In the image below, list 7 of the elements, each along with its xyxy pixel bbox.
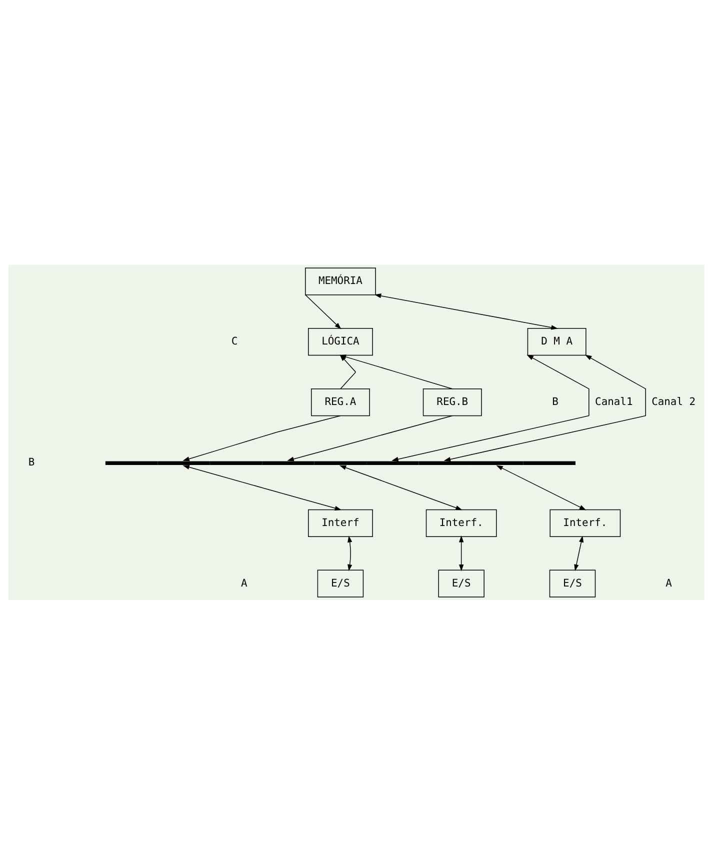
edge-label: Canal1 xyxy=(595,396,633,408)
label: A xyxy=(666,576,672,589)
edge-label: Canal 2 xyxy=(652,396,696,408)
label: C xyxy=(231,335,238,348)
label: B xyxy=(552,396,558,408)
label: B xyxy=(28,456,35,468)
label: A xyxy=(241,576,248,589)
